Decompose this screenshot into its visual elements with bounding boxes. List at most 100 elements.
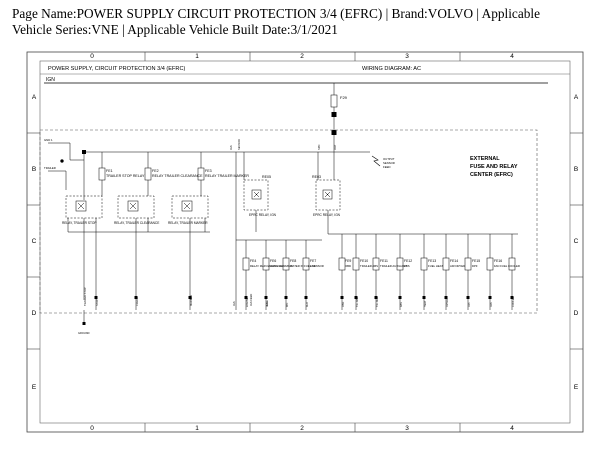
fuse-fe3-desc: RELAY TRAILER MARKER: [205, 174, 249, 178]
svg-text:WIF: WIF: [286, 302, 289, 307]
svg-text:ENG: ENG: [265, 300, 269, 306]
fuse-fe15-desc: DPF: [472, 264, 478, 268]
svg-text:GND 1: GND 1: [44, 138, 53, 142]
col-label-3-bottom: 3: [405, 425, 409, 432]
page-header: Page Name:POWER SUPPLY CIRCUIT PROTECTIO…: [12, 6, 596, 38]
row-label-c-right: C: [574, 238, 579, 245]
fuse-fe9-desc: OBD: [345, 264, 351, 268]
svg-text:FUEL: FUEL: [266, 300, 269, 307]
fuse-fe12-desc: ABS: [404, 264, 410, 268]
svg-text:TRAILER: TRAILER: [44, 166, 56, 170]
relay-trailer-marker-label: RELAY, TRAILER MARKER: [168, 221, 208, 225]
fuse-fe6-code: FE6: [270, 259, 276, 263]
svg-text:OBD: OBD: [342, 302, 345, 307]
efrc-label-3: CENTER (EFRC): [470, 172, 513, 178]
left-relay-group: [65, 152, 210, 325]
row-label-b-left: B: [32, 166, 36, 173]
row-label-d-right: D: [574, 310, 579, 317]
svg-text:DPF: DPF: [468, 302, 471, 307]
relay-re05-desc: EPRC RELAY, IGN: [249, 213, 277, 217]
row-label-d-left: D: [32, 310, 37, 317]
row-label-b-right: B: [574, 166, 578, 173]
diagram-inner-frame: [39, 60, 571, 424]
ign-label: IGN: [46, 77, 55, 83]
diagram-frame: [26, 51, 584, 433]
svg-text:COOLER: COOLER: [512, 297, 515, 307]
relay-re05-code: RE05: [262, 175, 271, 179]
fuse-fe7-desc: AUX: [310, 264, 316, 268]
fuse-fe8-desc: WATER IN FUEL SENSOR: [290, 264, 324, 268]
fuse-fe7-code: FE7: [310, 259, 316, 263]
row-label-a-right: A: [574, 94, 579, 101]
svg-text:IGN FEED: IGN FEED: [249, 294, 253, 306]
fuse-fe9-code: FE9: [345, 259, 351, 263]
fuse-fe14-desc: AIR DRYER: [450, 264, 465, 268]
svg-text:SENSOR: SENSOR: [237, 139, 241, 150]
svg-text:IGN: IGN: [229, 145, 233, 150]
fuse-fe15-code: FE15: [472, 259, 480, 263]
svg-text:TRL ABS: TRL ABS: [356, 297, 359, 307]
fuse-fe10-code: FE10: [360, 259, 368, 263]
fuse-fe2-code: FE2: [152, 169, 159, 173]
svg-text:FAN: FAN: [490, 302, 493, 307]
fuse-fe4-desc: RELAY MAIN ENGINE CUMMINS: [250, 264, 292, 268]
svg-text:MARKER: MARKER: [189, 295, 193, 306]
svg-text:TRAILER STOP: TRAILER STOP: [83, 287, 87, 306]
relay-trailer-stop-label: RELAY, TRAILER STOP: [62, 221, 96, 225]
svg-text:TRL AUX: TRL AUX: [376, 297, 379, 307]
fuse-fe2-desc: RELAY TRAILER CLEARANCE: [152, 174, 203, 178]
fuse-fe1-code: FE1: [106, 169, 113, 173]
fuse-fe13-code: FE13: [428, 259, 436, 263]
bottom-fuse-row: [242, 234, 516, 310]
relay-trailer-clearance-label: RELAY, TRAILER CLEARANCE: [114, 221, 159, 225]
relay-re03-code: RE03: [312, 175, 321, 179]
efrc-label-2: FUSE AND RELAY: [470, 164, 518, 170]
efrc-label-1: EXTERNAL: [470, 156, 500, 162]
diagram-title: POWER SUPPLY, CIRCUIT PROTECTION 3/4 (EF…: [48, 66, 186, 72]
svg-text:SENSOR: SENSOR: [383, 161, 395, 165]
grid-ticks: [27, 52, 583, 432]
col-label-1-bottom: 1: [195, 425, 199, 432]
svg-text:DRYER: DRYER: [446, 298, 449, 307]
col-label-3-top: 3: [405, 53, 409, 60]
fuse-fe4-code: FE4: [250, 259, 256, 263]
svg-text:OUT: OUT: [333, 144, 337, 150]
svg-text:ABS: ABS: [400, 302, 403, 307]
svg-text:CLEAR: CLEAR: [135, 297, 139, 306]
row-label-e-right: E: [574, 384, 579, 391]
col-label-4-bottom: 4: [510, 425, 514, 432]
fuse-fe16-desc: FAN FUEL COOLER: [494, 264, 520, 268]
fuse-fe13-desc: FUEL HEAT: [428, 264, 443, 268]
wiring-diagram-label: WIRING DIAGRAM: AC: [362, 66, 421, 72]
row-label-c-left: C: [32, 238, 37, 245]
svg-text:HEAT: HEAT: [424, 300, 427, 307]
row-label-e-left: E: [32, 384, 37, 391]
svg-text:GROUND: GROUND: [78, 331, 90, 335]
svg-text:OUTPUT: OUTPUT: [383, 157, 395, 161]
header-line-2: Vehicle Series:VNE | Applicable Vehicle …: [12, 22, 338, 37]
fuse-fe3-code: FE3: [205, 169, 212, 173]
col-label-0-top: 0: [90, 53, 94, 60]
mid-relay-group: [235, 152, 518, 310]
col-label-0-bottom: 0: [90, 425, 94, 432]
fuse-fe14-code: FE14: [450, 259, 458, 263]
col-label-4-top: 4: [510, 53, 514, 60]
fuse-fe12-code: FE12: [404, 259, 412, 263]
svg-text:STOP: STOP: [95, 299, 99, 306]
fuse-fe8-code: FE8: [290, 259, 296, 263]
col-label-2-top: 2: [300, 53, 304, 60]
fuse-fe16-code: FE16: [494, 259, 502, 263]
fuse-fe11-code: FE11: [380, 259, 388, 263]
fuse-fe11-desc: TRAILER AUXILIARY: [380, 264, 407, 268]
svg-text:ENGINE: ENGINE: [246, 297, 249, 307]
fuse-f29-icon: [330, 94, 338, 108]
relay-re03-desc: EPRC RELAY, IGN: [313, 213, 341, 217]
svg-text:AUX: AUX: [306, 302, 309, 307]
svg-text:SPD: SPD: [317, 145, 321, 150]
fuse-f29-label: F29: [340, 95, 348, 100]
col-label-1-top: 1: [195, 53, 199, 60]
header-line-1: Page Name:POWER SUPPLY CIRCUIT PROTECTIO…: [12, 6, 540, 21]
col-label-2-bottom: 2: [300, 425, 304, 432]
fuse-fe10-desc: TRAILER ABS: [360, 264, 378, 268]
